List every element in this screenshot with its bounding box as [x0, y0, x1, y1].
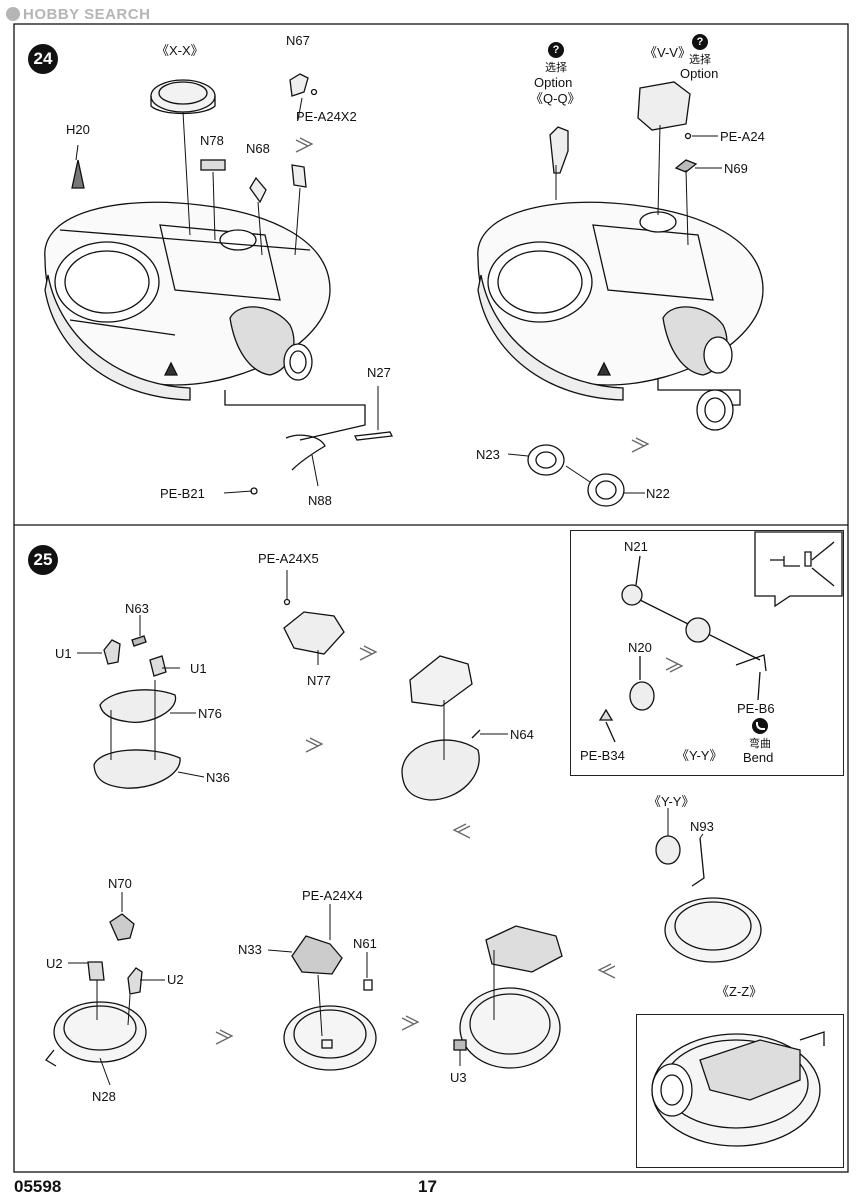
page-number: 17 — [418, 1177, 437, 1196]
part-label-n93: N93 — [690, 819, 714, 834]
part-label-n20: N20 — [628, 640, 652, 655]
step-number-24: 24 — [28, 44, 58, 74]
part-label-u1-right: U1 — [190, 661, 207, 676]
part-label-n76: N76 — [198, 706, 222, 721]
option-label-en: Option — [534, 75, 573, 90]
part-label-pe-b34: PE-B34 — [580, 748, 625, 763]
part-label-u2-left: U2 — [46, 956, 63, 971]
inset-yy-drawing — [598, 531, 843, 743]
product-code: 05598 — [14, 1177, 62, 1196]
turret-right-drawing — [477, 81, 764, 507]
part-label-pe-a24x5: PE-A24X5 — [258, 551, 319, 566]
part-label-n68: N68 — [246, 141, 270, 156]
part-label-n64: N64 — [510, 727, 534, 742]
part-label-n69: N69 — [724, 161, 748, 176]
part-label-h20: H20 — [66, 122, 90, 137]
step25-group5-drawing — [453, 925, 563, 1069]
leader-lines-step25 — [68, 570, 704, 1086]
step25-group3-drawing — [45, 913, 147, 1067]
part-label-u3: U3 — [450, 1070, 467, 1085]
part-label-u1-left: U1 — [55, 646, 72, 661]
brand-text: HOBBY SEARCH — [23, 6, 151, 23]
direction-arrow-24a — [295, 137, 314, 153]
part-label-pe-a24x2: PE-A24X2 — [296, 109, 357, 124]
part-label-n22: N22 — [646, 486, 670, 501]
option-label-zh: 选择 — [545, 62, 567, 74]
part-label-n77: N77 — [307, 673, 331, 688]
turret-left-drawing — [44, 73, 393, 495]
part-label-n23: N23 — [476, 447, 500, 462]
part-label-n88: N88 — [308, 493, 332, 508]
part-label-n63: N63 — [125, 601, 149, 616]
step25-group2-drawing — [283, 598, 481, 801]
step-number-25: 25 — [28, 545, 58, 575]
part-label-n28: N28 — [92, 1089, 116, 1104]
bend-label-zh: 弯曲 — [749, 738, 771, 750]
brand-watermark: HOBBY SEARCH — [6, 6, 150, 23]
part-label-n33: N33 — [238, 942, 262, 957]
inset-zz-drawing — [651, 1031, 825, 1147]
part-label-u2-right: U2 — [167, 972, 184, 987]
part-label-pe-a24x4: PE-A24X4 — [302, 888, 363, 903]
option-question-icon-2: ? — [692, 34, 708, 50]
option-label-en-2: Option — [680, 66, 719, 81]
step25-group4-drawing — [283, 935, 377, 1071]
part-label-n78: N78 — [200, 133, 224, 148]
step25-group1-drawing — [93, 635, 181, 789]
direction-arrows-step25 — [215, 645, 684, 1045]
bend-label-en: Bend — [743, 750, 774, 765]
view-label-yy: 《Y-Y》 — [648, 794, 695, 809]
view-label-xx: 《X-X》 — [156, 43, 204, 58]
inset-panel-zz — [636, 1014, 844, 1168]
view-label-vv: 《V-V》 — [644, 45, 691, 60]
part-label-n27: N27 — [367, 365, 391, 380]
option-label-zh-2: 选择 — [689, 54, 711, 66]
option-question-icon: ? — [548, 42, 564, 58]
inset-panel-yy — [570, 530, 844, 776]
part-label-pe-b21: PE-B21 — [160, 486, 205, 501]
view-label-yy-inset: 《Y-Y》 — [676, 748, 723, 763]
part-label-n70: N70 — [108, 876, 132, 891]
page-frame — [13, 23, 849, 1173]
part-label-n36: N36 — [206, 770, 230, 785]
step25-group6-drawing — [655, 835, 762, 963]
leader-lines-step24-left — [75, 97, 379, 494]
bend-icon — [752, 718, 768, 734]
part-label-pe-b6: PE-B6 — [737, 701, 775, 716]
brand-logo-icon — [6, 7, 20, 21]
part-label-n21: N21 — [624, 539, 648, 554]
part-label-n61: N61 — [353, 936, 377, 951]
leader-lines-step24-right — [507, 124, 722, 494]
part-label-n67: N67 — [286, 33, 310, 48]
direction-arrow-24b — [631, 437, 650, 453]
view-label-zz: 《Z-Z》 — [716, 984, 763, 999]
view-label-qq: 《Q-Q》 — [530, 91, 581, 106]
part-label-pe-a24: PE-A24 — [720, 129, 765, 144]
